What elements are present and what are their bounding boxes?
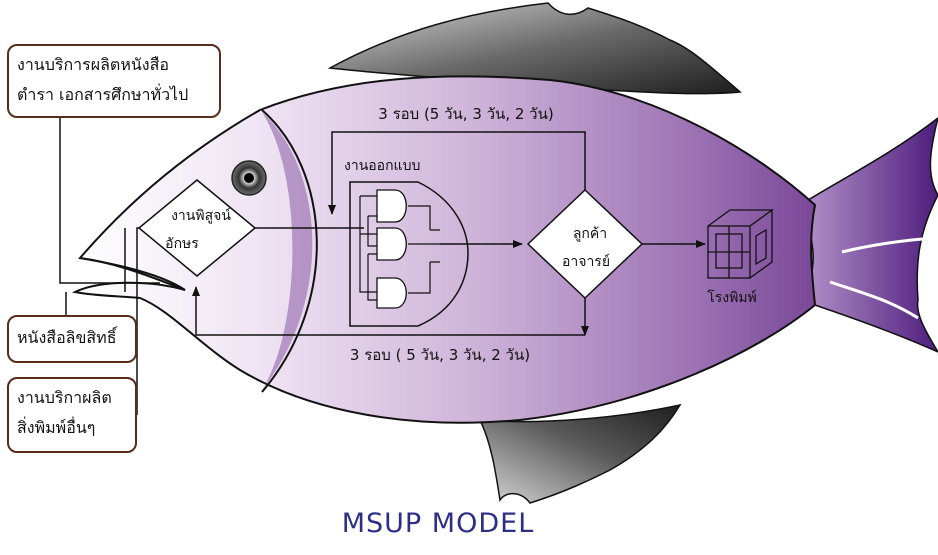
loop-top-line bbox=[328, 131, 586, 215]
proofread-label-1: งานพิสูจน์ bbox=[171, 207, 231, 224]
services-books-line-2: ตำรา เอกสารศึกษาทั่วไป bbox=[17, 85, 189, 104]
design-gate bbox=[376, 189, 407, 223]
proofread-node bbox=[137, 179, 257, 277]
printing-house-icon bbox=[707, 208, 774, 279]
services-books-box: งานบริการผลิตหนังสือ ตำรา เอกสารศึกษาทั่… bbox=[7, 44, 221, 118]
fish-body bbox=[71, 75, 817, 424]
tail-stripe bbox=[841, 236, 936, 254]
design-gate bbox=[376, 277, 407, 309]
mouth bbox=[79, 257, 186, 291]
customer-label-1: ลูกค้า bbox=[573, 226, 607, 242]
tail-stripe bbox=[829, 280, 919, 320]
design-gate bbox=[376, 227, 407, 261]
design-label: งานออกแบบ bbox=[344, 158, 420, 174]
services-books-line-1: งานบริการผลิตหนังสือ bbox=[17, 55, 169, 74]
other-prints-line-2: สิ่งพิมพ์อื่นๆ bbox=[17, 418, 96, 437]
pelvic-fin bbox=[478, 403, 682, 504]
gill-shade bbox=[262, 112, 313, 390]
printing-house-label: โรงพิมพ์ bbox=[707, 289, 757, 306]
gill-line bbox=[261, 109, 318, 393]
other-prints-box: งานบริกาผลิต สิ่งพิมพ์อื่นๆ bbox=[7, 377, 137, 453]
loop-bottom-label: 3 รอบ ( 5 วัน, 3 วัน, 2 วัน) bbox=[350, 346, 530, 364]
diagram-title: MSUP MODEL bbox=[341, 508, 535, 539]
customer-label-2: อาจารย์ bbox=[562, 253, 610, 270]
design-block bbox=[349, 181, 469, 327]
eye-pupil bbox=[244, 173, 254, 183]
copyright-books-box: หนังสือลิขสิทธิ์ bbox=[7, 315, 137, 363]
connector-services-to-mouth bbox=[59, 118, 160, 284]
other-prints-line-1: งานบริกาผลิต bbox=[17, 388, 112, 407]
loop-bottom-return bbox=[192, 286, 585, 336]
design-wires bbox=[359, 195, 440, 301]
copyright-books-label: หนังสือลิขสิทธิ์ bbox=[17, 328, 117, 347]
loop-top-label: 3 รอบ (5 วัน, 3 วัน, 2 วัน) bbox=[378, 105, 553, 123]
proofread-label-2: อักษร bbox=[165, 236, 199, 252]
